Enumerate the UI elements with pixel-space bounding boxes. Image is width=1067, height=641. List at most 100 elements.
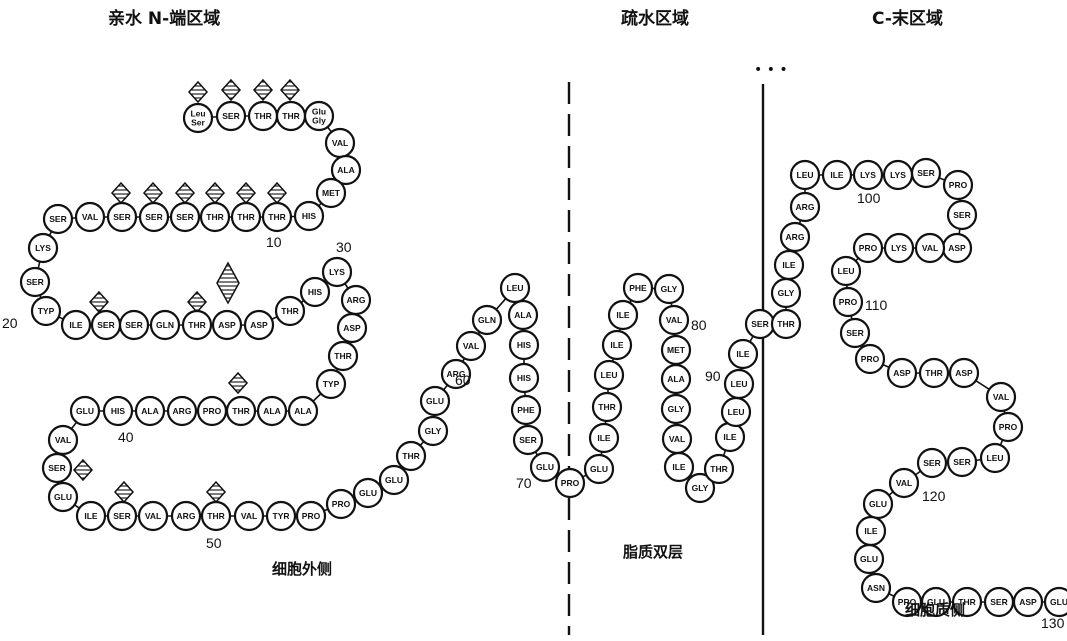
residue-99: LYS [852,159,884,191]
glycosylation-diamond-icon [174,181,196,205]
residue-label: ASN [867,583,885,593]
residue-101: SER [910,157,942,189]
residue-circle [832,286,864,318]
residue-circle [118,309,150,341]
residue-82: GLY [660,393,692,425]
residue-label: ILE [723,432,737,442]
residue-63: LEU [499,272,531,304]
residue-number-90: 90 [705,368,721,384]
residue-21: ILE [60,309,92,341]
residue-label: VAL [332,138,348,148]
residue-circle [74,201,106,233]
residue-circle [658,304,690,336]
boundary-dots: • • • [754,62,788,78]
residue-circle [601,329,633,361]
residue-38: PRO [196,395,228,427]
region-label-cytoplasmic: 细胞质侧 [905,601,965,619]
residue-number-30: 30 [336,239,352,255]
residue-88: LEU [720,396,752,428]
residue-72: ILE [588,422,620,454]
residue-circle [321,256,353,288]
glycosylation-diamond-icon [142,181,164,205]
residue-circle [230,201,262,233]
residue-circle [583,453,615,485]
residue-74: LEU [593,359,625,391]
residue-label: GLU [1050,597,1067,607]
residue-52: TYR [265,500,297,532]
glycosylation-diamond-icon [72,458,94,482]
residue-93: GLY [770,277,802,309]
residue-87: ILE [714,421,746,453]
residue-20: TYP [30,295,62,327]
residue-label: SER [953,210,970,220]
residue-26: ASP [211,309,243,341]
residue-14: SER [138,201,170,233]
residue-circle [215,100,247,132]
glycosylation-diamond-icon [113,480,135,504]
residue-number-120: 120 [922,488,946,504]
residue-40: ALA [134,395,166,427]
residue-circle [529,451,561,483]
residue-label: Ser [191,118,205,128]
residue-label: ASP [1019,597,1037,607]
residue-circle [593,359,625,391]
residue-46: ILE [75,500,107,532]
residue-53: PRO [295,500,327,532]
residue-label: THR [188,320,205,330]
residue-circle [166,395,198,427]
residue-circle [455,330,487,362]
residue-label: PRO [203,406,222,416]
residue-circle [299,276,331,308]
residue-circle [417,415,449,447]
residue-48: VAL [137,500,169,532]
residue-69: GLU [529,451,561,483]
residue-16: VAL [74,201,106,233]
residue-circle [149,309,181,341]
residue-label: ILE [69,320,83,330]
residue-label: THR [925,368,942,378]
residue-circle [293,200,325,232]
residue-label: PRO [999,422,1018,432]
residue-number-10: 10 [266,234,282,250]
residue-124: ASN [860,572,892,604]
residue-circle [591,391,623,423]
residue-circle [723,368,755,400]
residue-circle [325,488,357,520]
residue-129: ASP [1012,586,1044,618]
glycosylation-diamond-icon [279,78,301,102]
residue-circle [336,312,368,344]
residue-102: PRO [942,169,974,201]
residue-label: VAL [993,392,1009,402]
residue-label: GLU [590,464,608,474]
residue-label: SER [953,457,970,467]
residue-circle [102,395,134,427]
residue-label: GLY [692,483,709,493]
residue-34: TYP [315,368,347,400]
residue-label: LEU [507,283,524,293]
residue-55: GLU [352,477,384,509]
residue-label: THR [206,212,223,222]
residue-label: ILE [736,349,750,359]
residue-67: PHE [510,394,542,426]
residue-circle [888,467,920,499]
residue-121: GLU [862,488,894,520]
residue-116: PRO [992,411,1024,443]
residue-label: PRO [898,597,917,607]
residue-circle [499,272,531,304]
residue-circle [607,299,639,331]
residue-label: LEU [838,266,855,276]
residue-number-70: 70 [516,475,532,491]
residue-circle [853,543,885,575]
residue-circle [860,572,892,604]
residue-103: SER [946,199,978,231]
residue-circle [588,422,620,454]
residue-circle [471,304,503,336]
residue-label: THR [334,351,351,361]
residue-109: PRO [832,286,864,318]
residue-label: Leu [190,109,205,119]
residue-circle [287,395,319,427]
residue-114: ASP [948,357,980,389]
residue-71: GLU [583,453,615,485]
residue-label: ARG [786,232,805,242]
